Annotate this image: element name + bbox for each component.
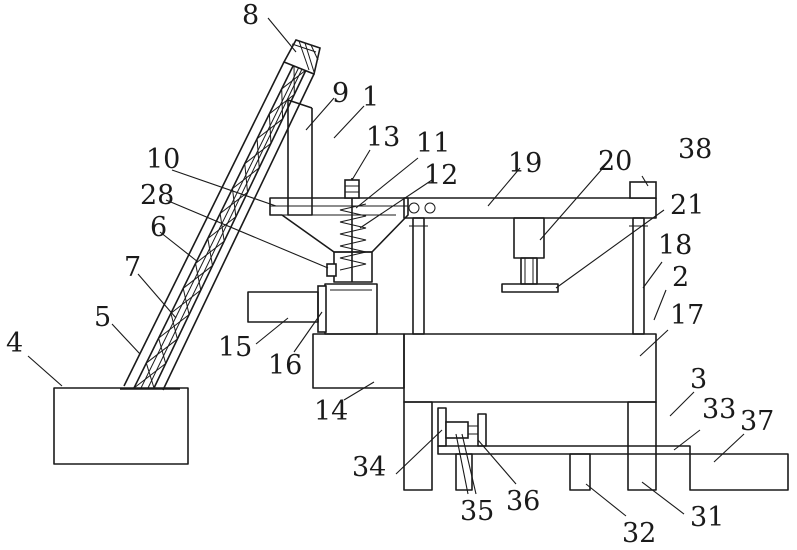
label-5: 5 bbox=[94, 302, 111, 333]
label-2: 2 bbox=[672, 262, 689, 293]
label-31: 31 bbox=[690, 502, 724, 533]
main-housing bbox=[248, 284, 656, 402]
label-10: 10 bbox=[146, 144, 180, 175]
label-35: 35 bbox=[460, 496, 494, 527]
reference-numerals: 8 9 1 13 11 12 10 28 6 7 5 4 15 16 14 19… bbox=[6, 0, 774, 549]
label-38: 38 bbox=[678, 134, 712, 165]
base-block-4 bbox=[54, 388, 188, 464]
gantry-frame bbox=[404, 182, 656, 334]
label-13: 13 bbox=[366, 122, 400, 153]
label-19: 19 bbox=[508, 148, 542, 179]
label-15: 15 bbox=[218, 332, 252, 363]
label-14: 14 bbox=[314, 396, 348, 427]
label-7: 7 bbox=[124, 252, 141, 283]
label-4: 4 bbox=[6, 328, 23, 359]
label-18: 18 bbox=[658, 230, 692, 261]
label-34: 34 bbox=[352, 452, 386, 483]
label-36: 36 bbox=[506, 486, 540, 517]
label-32: 32 bbox=[622, 518, 656, 549]
truss-strut bbox=[245, 164, 248, 193]
label-11: 11 bbox=[416, 128, 450, 159]
label-21: 21 bbox=[670, 190, 704, 221]
label-16: 16 bbox=[268, 350, 302, 381]
hopper bbox=[270, 178, 408, 282]
label-17: 17 bbox=[670, 300, 704, 331]
label-33: 33 bbox=[702, 394, 736, 425]
label-3: 3 bbox=[690, 364, 707, 395]
label-20: 20 bbox=[598, 146, 632, 177]
label-6: 6 bbox=[150, 212, 167, 243]
label-12: 12 bbox=[424, 160, 458, 191]
label-37: 37 bbox=[740, 406, 774, 437]
label-8: 8 bbox=[242, 0, 259, 31]
label-28: 28 bbox=[140, 180, 174, 211]
label-9: 9 bbox=[332, 78, 349, 109]
truss-strut bbox=[282, 89, 283, 119]
label-1: 1 bbox=[362, 82, 379, 113]
conveyor-top-motor bbox=[284, 40, 320, 74]
